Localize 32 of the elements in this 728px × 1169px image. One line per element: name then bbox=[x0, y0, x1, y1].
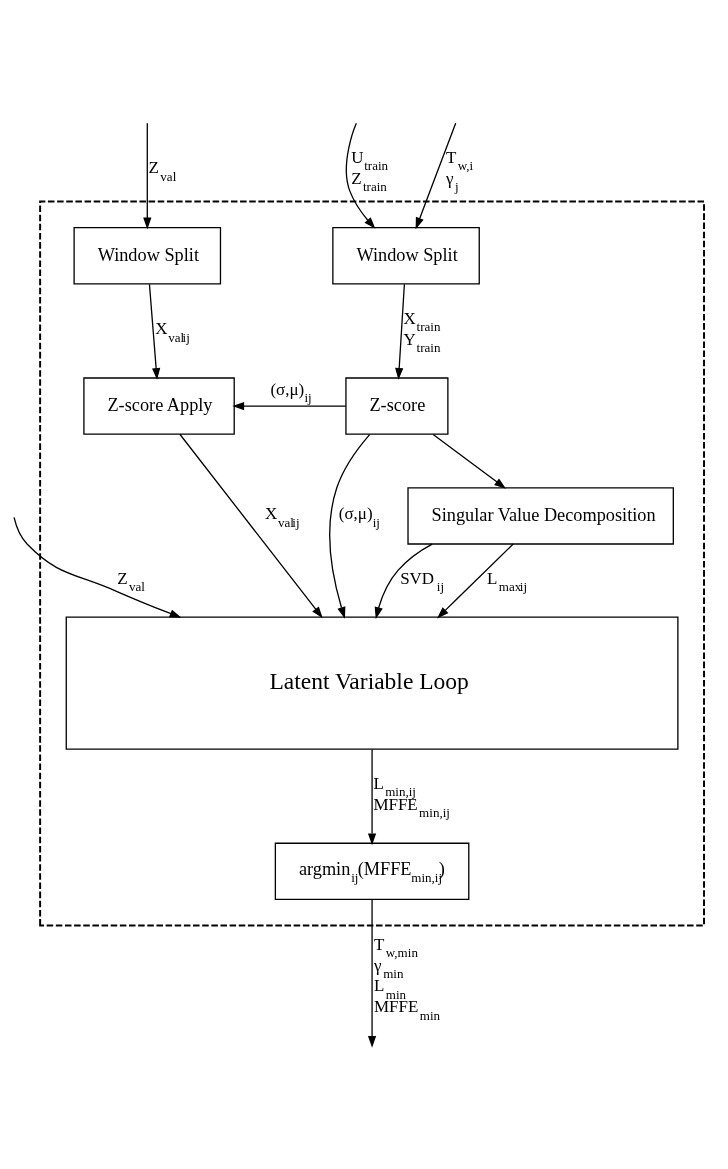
edge-label: X$_{train}$ Y$_{train}$ bbox=[403, 308, 441, 356]
edge-label: Z$_{val}$ bbox=[117, 568, 145, 595]
arrow bbox=[367, 748, 377, 846]
arrow bbox=[415, 122, 457, 230]
edge-label: SVD$_{ij}$ bbox=[400, 568, 445, 595]
node-box: Singular Value Decomposition bbox=[407, 487, 674, 545]
edge-label: (σ,μ)$_{ij}$ bbox=[270, 379, 312, 406]
node-box: Window Split bbox=[332, 227, 480, 285]
arrow bbox=[367, 899, 377, 1048]
arrow bbox=[374, 543, 433, 619]
edge-label: L$_{min,ij}$ MFFE$_{min,ij}$ bbox=[373, 773, 450, 821]
node-box: Window Split bbox=[73, 227, 222, 285]
edge-label: T$_{w,i}$ γ$_{j}$ bbox=[445, 147, 474, 195]
arrow bbox=[345, 122, 376, 229]
node-box: Z-score bbox=[345, 377, 449, 435]
arrow bbox=[13, 516, 182, 618]
edge-label: Z$_{val}$ bbox=[148, 158, 177, 184]
node-box: argmin$_{ij}$(MFFE$_{min,ij}$) bbox=[274, 842, 470, 901]
arrow bbox=[329, 433, 371, 619]
arrow bbox=[148, 283, 161, 380]
edge-label: (σ,μ)$_{ij}$ bbox=[338, 504, 380, 530]
arrow bbox=[143, 122, 152, 230]
arrow bbox=[432, 433, 506, 489]
node-box: Z-score Apply bbox=[83, 377, 235, 435]
arrow bbox=[437, 543, 514, 619]
edge-label: U$_{train}$ Z$_{train}$ bbox=[351, 147, 389, 195]
edge-label: T$_{w,min}$ γ$_{min}$ L$_{min}$ MFFE$_{min}$ bbox=[374, 934, 441, 1023]
node-box: Latent Variable Loop bbox=[65, 616, 679, 750]
cluster bbox=[39, 200, 705, 927]
arrow bbox=[395, 283, 406, 380]
arrow bbox=[179, 433, 323, 619]
arrow bbox=[232, 402, 347, 411]
